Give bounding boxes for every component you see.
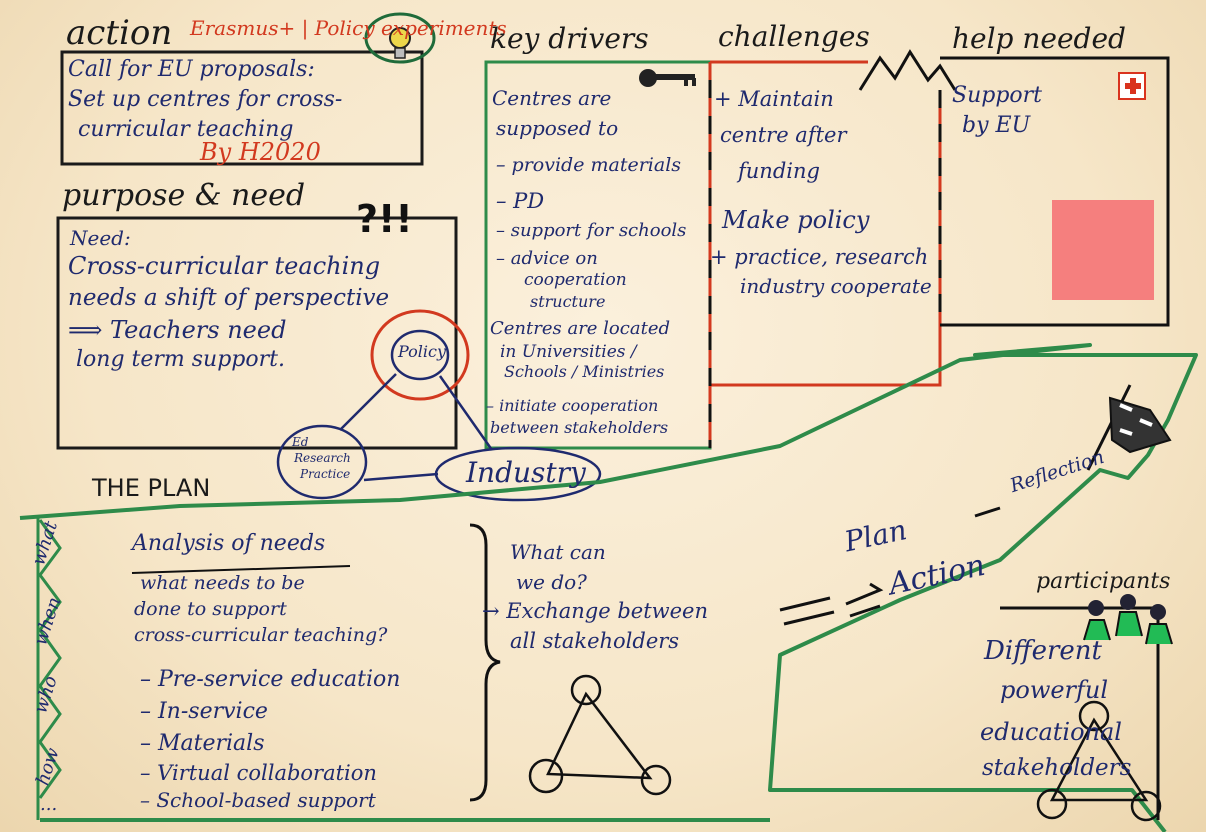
action-line-1: Call for EU proposals:	[68, 57, 315, 82]
plan-bullet-1: – Pre-service education	[140, 667, 401, 692]
purpose-line-5: long term support.	[76, 347, 285, 372]
side-label-who: who	[30, 673, 62, 716]
participants-line-4: stakeholders	[982, 755, 1132, 781]
drivers-line-8: structure	[530, 292, 606, 311]
purpose-line-2: Cross-curricular teaching	[68, 252, 381, 280]
participants-heading: participants	[1036, 569, 1171, 594]
drivers-line-4: – PD	[496, 189, 545, 213]
challenges-line-2: centre after	[720, 123, 847, 147]
challenges-line-4: Make policy	[722, 206, 870, 234]
plan-bullet-4: – Virtual collaboration	[140, 761, 377, 785]
whatcan-line-4: all stakeholders	[510, 629, 680, 653]
challenges-line-6: industry cooperate	[740, 274, 932, 298]
challenges-line-1: + Maintain	[714, 87, 834, 111]
plan-bullet-3: – Materials	[140, 731, 265, 756]
whatcan-line-3: → Exchange between	[482, 599, 708, 623]
challenges-heading: challenges	[718, 20, 870, 53]
purpose-line-4: ⟹ Teachers need	[68, 316, 287, 344]
drivers-heading: key drivers	[490, 22, 649, 55]
action-funding: By H2020	[200, 138, 321, 166]
brace	[469, 523, 501, 802]
drivers-line-9: Centres are located	[490, 318, 670, 339]
first-aid-icon	[1118, 72, 1146, 100]
purpose-line-3: needs a shift of perspective	[68, 285, 390, 311]
drivers-line-11: Schools / Ministries	[504, 362, 665, 381]
action-heading: action	[66, 13, 173, 53]
side-label-what: what	[28, 518, 62, 568]
action-subheading: Erasmus+ | Policy experiments	[190, 16, 507, 40]
drivers-line-5: – support for schools	[496, 220, 687, 241]
drivers-line-13: between stakeholders	[490, 418, 669, 437]
drivers-line-3: – provide materials	[496, 154, 682, 176]
help-line-2: by EU	[962, 113, 1031, 138]
drivers-line-6: – advice on	[496, 248, 598, 269]
side-label-more: ...	[40, 794, 58, 815]
drivers-line-10: in Universities /	[500, 342, 637, 362]
action-line-3: curricular teaching	[78, 117, 294, 142]
policy-label: Policy	[398, 342, 446, 361]
ed-label: Ed	[292, 435, 309, 449]
challenges-line-5: + practice, research	[710, 245, 929, 269]
drivers-line-12: – initiate cooperation	[486, 396, 659, 415]
participants-line-1: Different	[984, 636, 1102, 666]
svg-text:?!!: ?!!	[356, 197, 413, 241]
participants-line-2: powerful	[1000, 676, 1109, 704]
step-plan: Plan	[841, 513, 910, 559]
small-triangle	[528, 674, 672, 796]
challenges-line-3: funding	[738, 159, 820, 183]
step-action: Action	[885, 547, 989, 603]
plan-heading: THE PLAN	[92, 474, 211, 502]
mountains-icon	[858, 49, 957, 91]
purpose-heading: purpose & need	[62, 178, 306, 213]
analysis-line-3: cross-curricular teaching?	[134, 624, 388, 646]
drivers-line-1: Centres are	[492, 86, 612, 110]
purpose-line-1: Need:	[70, 226, 131, 250]
analysis-line-2: done to support	[134, 598, 287, 620]
side-label-how: how	[32, 745, 64, 788]
plan-bullet-5: – School-based support	[140, 788, 376, 812]
sticky-note	[1052, 200, 1154, 300]
drivers-line-7: cooperation	[524, 270, 627, 290]
step-reflection: Reflection	[1007, 445, 1107, 498]
exclamation-icon: ?!!	[356, 197, 413, 241]
whatcan-line-1: What can	[510, 540, 606, 564]
help-line-1: Support	[952, 83, 1043, 108]
whatcan-line-2: we do?	[516, 570, 587, 594]
key-icon	[639, 69, 696, 87]
industry-label: Industry	[466, 456, 586, 489]
analysis-title: Analysis of needs	[132, 531, 326, 556]
practice-label: Practice	[300, 467, 351, 481]
participants-line-3: educational	[980, 718, 1122, 746]
analysis-line-1: what needs to be	[140, 572, 305, 594]
research-label: Research	[294, 451, 351, 465]
side-label-when: when	[30, 594, 66, 648]
help-heading: help needed	[952, 22, 1126, 55]
drivers-line-2: supposed to	[496, 116, 619, 140]
plan-bullet-2: – In-service	[140, 699, 268, 724]
action-line-2: Set up centres for cross-	[68, 87, 343, 112]
